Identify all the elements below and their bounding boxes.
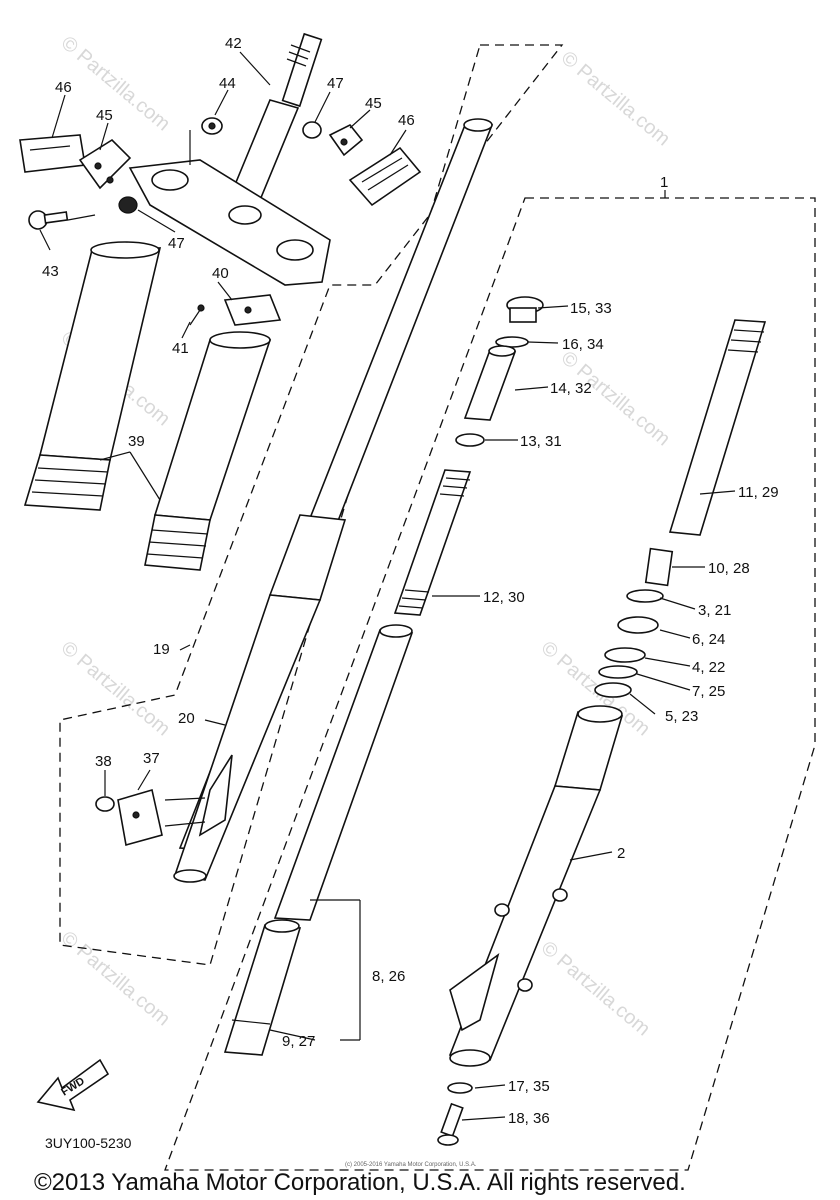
label-42: 42 [225,35,242,52]
caliper-bracket-37 [117,788,206,847]
watermark: © Partzilla.com [57,32,174,135]
diagram-code: 3UY100-5230 [45,1135,132,1151]
fork-leg-2 [448,705,624,1067]
collar-47-right [302,121,322,139]
label-5-23: 5, 23 [665,708,698,725]
label-19: 19 [153,641,170,658]
bushing-5-23 [594,682,632,698]
label-15-33: 15, 33 [570,300,612,317]
bolt-18-36 [437,1102,464,1146]
label-17-35: 17, 35 [508,1078,550,1095]
reflector-46-left [19,134,86,173]
label-44: 44 [219,75,236,92]
washer-4-22 [604,647,646,663]
seat-13-31 [455,433,485,447]
label-46-right: 46 [398,112,415,129]
inner-tube-8-26 [273,624,414,921]
copyright-footer: ©2013 Yamaha Motor Corporation, U.S.A. A… [34,1169,686,1196]
lower-tube-9-27 [223,919,302,1056]
watermark: © Partzilla.com [557,47,674,150]
label-41: 41 [172,340,189,357]
label-43: 43 [42,263,59,280]
label-45-left: 45 [96,107,113,124]
part-labels: 42 44 46 45 47 45 46 1 47 43 40 41 39 15… [42,35,779,1127]
label-38: 38 [95,753,112,770]
label-40: 40 [212,265,229,282]
oil-seal-6-24 [617,616,659,634]
label-18-36: 18, 36 [508,1110,550,1127]
bracket-45-left [78,138,132,190]
label-39: 39 [128,433,145,450]
label-20: 20 [178,710,195,727]
bolt-43 [28,210,69,230]
outer-tube-20 [173,118,494,883]
label-7-25: 7, 25 [692,683,725,700]
label-11-29: 11, 29 [738,484,779,501]
label-16-34: 16, 34 [562,336,604,353]
label-12-30: 12, 30 [483,589,525,606]
damper-rod-11-29 [668,319,767,536]
assembly-1-boundary [164,197,816,1171]
forward-arrow-icon: FWD [36,1058,110,1112]
fork-boot-39-left [23,241,162,511]
label-8-26: 8, 26 [372,968,405,985]
fork-boot-39-right [144,331,272,571]
bracket-45-right [328,123,364,157]
assembly-19-boundary [59,44,564,966]
label-45-right: 45 [365,95,382,112]
oil-lock-10-28 [644,547,674,587]
watermark: © Partzilla.com [557,347,674,450]
screw-41 [189,304,205,326]
label-9-27: 9, 27 [282,1033,315,1050]
steering-stem-42 [230,32,323,201]
watermark: © Partzilla.com [537,937,654,1040]
label-1: 1 [660,174,668,191]
leader-lines [39,51,736,1121]
bracket-40 [223,294,282,326]
nut-38 [95,796,115,812]
label-47-right: 47 [327,75,344,92]
collar-44 [201,117,223,135]
label-2: 2 [617,845,625,862]
spacer-14-32 [463,345,517,421]
label-4-22: 4, 22 [692,659,725,676]
reflector-46-right [348,146,422,207]
label-47-left: 47 [168,235,185,252]
label-13-31: 13, 31 [520,433,562,450]
cap-bolt-15-33 [506,296,544,323]
seal-clip-3-21 [626,589,664,603]
bushing-7-25 [598,665,638,679]
washer-17-35 [447,1082,473,1094]
fork-spring-12-30 [393,469,472,616]
under-bracket [118,159,331,286]
label-46-left: 46 [55,79,72,96]
label-37: 37 [143,750,160,767]
label-10-28: 10, 28 [708,560,750,577]
label-6-24: 6, 24 [692,631,725,648]
label-3-21: 3, 21 [698,602,731,619]
label-14-32: 14, 32 [550,380,592,397]
small-copyright-notice: (c) 2005-2016 Yamaha Motor Corporation, … [345,1162,477,1168]
watermark: © Partzilla.com [57,927,174,1030]
